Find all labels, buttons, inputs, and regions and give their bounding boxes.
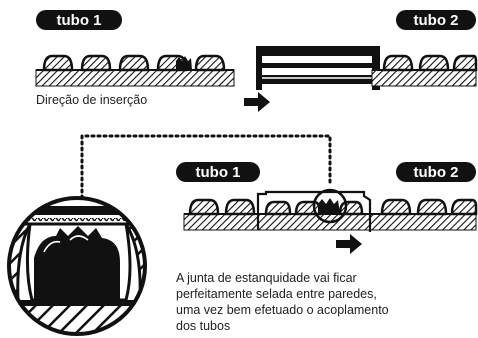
tube1-bottom-text: tubo 1 <box>196 164 241 181</box>
tube1-top-text: tubo 1 <box>57 12 102 29</box>
tube2-top-text: tubo 2 <box>414 12 459 29</box>
tube2-top-label: tubo 2 <box>396 10 476 30</box>
socket-wall-bottom <box>256 190 372 232</box>
zoom-leader-line <box>80 134 332 200</box>
zoom-target-circle <box>312 188 348 224</box>
tube1-top-label: tubo 1 <box>36 10 122 30</box>
zoom-detail-circle <box>7 196 147 336</box>
tube2-bottom-label: tubo 2 <box>396 162 476 182</box>
right-arrow-icon <box>244 92 270 112</box>
caption-line-4: dos tubos <box>176 319 230 333</box>
caption-line-2: perfeitamente selada entre paredes, <box>176 287 377 301</box>
coupled-tubes-bottom <box>183 188 478 232</box>
tube2-top-profile <box>371 54 478 87</box>
caption-line-1: A junta de estanquidade vai ficar <box>176 271 357 285</box>
tube1-top-corrugations <box>42 54 226 72</box>
tube1-top-profile <box>35 54 235 87</box>
seal-gasket-top <box>176 56 192 70</box>
coupling-caption: A junta de estanquidade vai ficar perfei… <box>176 271 389 333</box>
tube2-bottom-text: tubo 2 <box>414 164 459 181</box>
seal-gasket-bottom <box>318 198 340 214</box>
insertion-direction-label: Direção de inserção <box>36 93 147 107</box>
tube2-top-socket <box>256 46 380 90</box>
tube1-bottom-label: tubo 1 <box>176 162 260 182</box>
right-arrow-icon <box>336 234 362 254</box>
caption-line-3: uma vez bem efetuado o acoplamento <box>176 303 389 317</box>
seal-gasket-zoom <box>34 226 120 300</box>
